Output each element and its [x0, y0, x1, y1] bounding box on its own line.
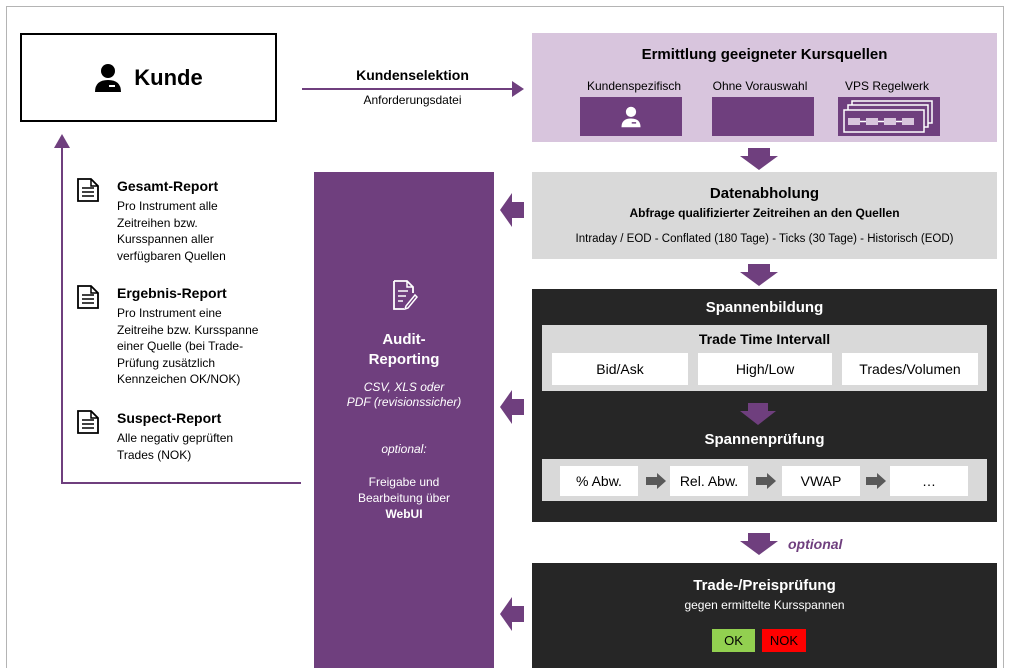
report-line: Pro Instrument eine: [117, 306, 222, 320]
datenabholung-detail: Intraday / EOD - Conflated (180 Tage) - …: [575, 233, 954, 245]
report-line: einer Quelle (bei Trade-: [117, 339, 244, 353]
interval-item-high-low: High/Low: [698, 353, 832, 385]
audit-title-line2: Reporting: [368, 351, 440, 368]
report-description: Alle negativ geprüften Trades (NOK): [117, 430, 297, 463]
option-label-vps-regelwerk: VPS Regelwerk: [844, 79, 930, 93]
audit-reporting-panel: Audit- Reporting CSV, XLS oder PDF (revi…: [314, 172, 494, 668]
report-line: Kennzeichen OK/NOK): [117, 372, 241, 386]
audit-optional-label: optional:: [381, 442, 427, 456]
audit-freigabe-line3: WebUI: [385, 507, 423, 521]
audit-title: Audit- Reporting: [314, 330, 494, 370]
arrow-right-icon: [756, 473, 776, 489]
ermittlung-panel: Ermittlung geeigneter Kursquellen Kunden…: [532, 33, 997, 142]
anforderungsdatei-label: Anforderungsdatei: [363, 93, 462, 107]
datenabholung-panel: Datenabholung Abfrage qualifizierter Zei…: [532, 172, 997, 259]
trade-pruefung-title: Trade-/Preisprüfung: [693, 577, 836, 594]
report-description: Pro Instrument alle Zeitreihen bzw. Kurs…: [117, 198, 297, 264]
option-box-ohne-vorauswahl: [712, 97, 814, 136]
trade-time-intervall-title: Trade Time Intervall: [698, 331, 831, 347]
step-prozent-abw: % Abw.: [560, 466, 638, 496]
audit-freigabe: Freigabe und Bearbeitung über WebUI: [324, 474, 484, 522]
report-title: Gesamt-Report: [117, 178, 219, 194]
report-title: Ergebnis-Report: [117, 285, 227, 301]
document-icon: [77, 178, 99, 202]
interval-item-bid-ask: Bid/Ask: [552, 353, 688, 385]
arrow-right-icon: [866, 473, 886, 489]
ermittlung-title: Ermittlung geeigneter Kursquellen: [641, 46, 888, 63]
step-vwap: VWAP: [782, 466, 860, 496]
datenabholung-title: Datenabholung: [709, 185, 820, 202]
document-edit-icon: [393, 280, 418, 310]
spannenpruefung-steps: % Abw. Rel. Abw. VWAP …: [542, 459, 987, 501]
optional-label: optional: [788, 536, 843, 552]
trade-pruefung-subtitle: gegen ermittelte Kursspannen: [684, 598, 845, 612]
report-description: Pro Instrument eine Zeitreihe bzw. Kurss…: [117, 305, 297, 388]
report-line: Prüfung zusätzlich: [117, 355, 216, 370]
kunde-box: Kunde: [20, 33, 277, 122]
report-title: Suspect-Report: [117, 410, 222, 426]
report-line: Alle negativ geprüften: [117, 431, 234, 445]
arrow-up-icon: [54, 134, 70, 148]
report-suspect: Suspect-Report Alle negativ geprüften Tr…: [77, 410, 292, 470]
arrow-down-icon: [740, 403, 776, 425]
arrow-left-icon: [500, 390, 524, 424]
return-arrow-horizontal: [62, 482, 301, 484]
person-icon: [621, 106, 641, 127]
report-line: Pro Instrument alle: [117, 199, 218, 213]
audit-formats-line1: CSV, XLS oder: [363, 380, 445, 394]
arrow-left-icon: [500, 597, 524, 631]
arrow-right-icon: [512, 81, 524, 97]
nok-badge: NOK: [762, 629, 806, 652]
option-box-vps-regelwerk: [838, 97, 940, 136]
step-more: …: [890, 466, 968, 496]
report-line: Zeitreihe bzw. Kursspanne: [117, 322, 259, 337]
arrow-down-icon: [740, 533, 778, 555]
spannenpruefung-title: Spannenprüfung: [704, 431, 825, 448]
report-ergebnis: Ergebnis-Report Pro Instrument eine Zeit…: [77, 285, 292, 395]
arrow-left-icon: [500, 193, 524, 227]
return-arrow-vertical: [61, 146, 63, 484]
spannenbildung-title: Spannenbildung: [705, 299, 824, 316]
audit-formats: CSV, XLS oder PDF (revisionssicher): [324, 380, 484, 410]
option-label-ohne-vorauswahl: Ohne Vorauswahl: [712, 79, 808, 93]
option-box-kundenspezifisch: [580, 97, 682, 136]
datenabholung-subtitle: Abfrage qualifizierter Zeitreihen an den…: [629, 206, 900, 220]
report-line: Zeitreihen bzw.: [117, 215, 198, 230]
diagram-frame: [6, 6, 1004, 668]
step-rel-abw: Rel. Abw.: [670, 466, 748, 496]
option-label-kundenspezifisch: Kundenspezifisch: [586, 79, 682, 93]
trade-pruefung-panel: Trade-/Preisprüfung gegen ermittelte Kur…: [532, 563, 997, 668]
audit-title-line1: Audit-: [382, 331, 426, 348]
audit-freigabe-line2: Bearbeitung über: [357, 491, 451, 505]
trade-time-intervall-box: Trade Time Intervall Bid/Ask High/Low Tr…: [542, 325, 987, 391]
selection-arrow-line: [302, 88, 514, 90]
arrow-down-icon: [740, 264, 778, 286]
interval-item-trades-volumen: Trades/Volumen: [842, 353, 978, 385]
arrow-right-icon: [646, 473, 666, 489]
report-line: Kursspannen aller: [117, 232, 214, 246]
rule-stack-icon: [843, 99, 933, 133]
report-gesamt: Gesamt-Report Pro Instrument alle Zeitre…: [77, 178, 292, 273]
audit-freigabe-line1: Freigabe und: [368, 475, 440, 489]
spannenbildung-panel: Spannenbildung Trade Time Intervall Bid/…: [532, 289, 997, 522]
arrow-down-icon: [740, 148, 778, 170]
report-line: Trades (NOK): [117, 447, 192, 462]
person-icon: [95, 63, 122, 92]
report-line: verfügbaren Quellen: [117, 248, 226, 263]
audit-formats-line2: PDF (revisionssicher): [346, 395, 462, 409]
document-icon: [77, 285, 99, 309]
kunde-label: Kunde: [134, 64, 203, 90]
kundenselektion-label: Kundenselektion: [356, 67, 469, 83]
document-icon: [77, 410, 99, 434]
ok-badge: OK: [712, 629, 755, 652]
